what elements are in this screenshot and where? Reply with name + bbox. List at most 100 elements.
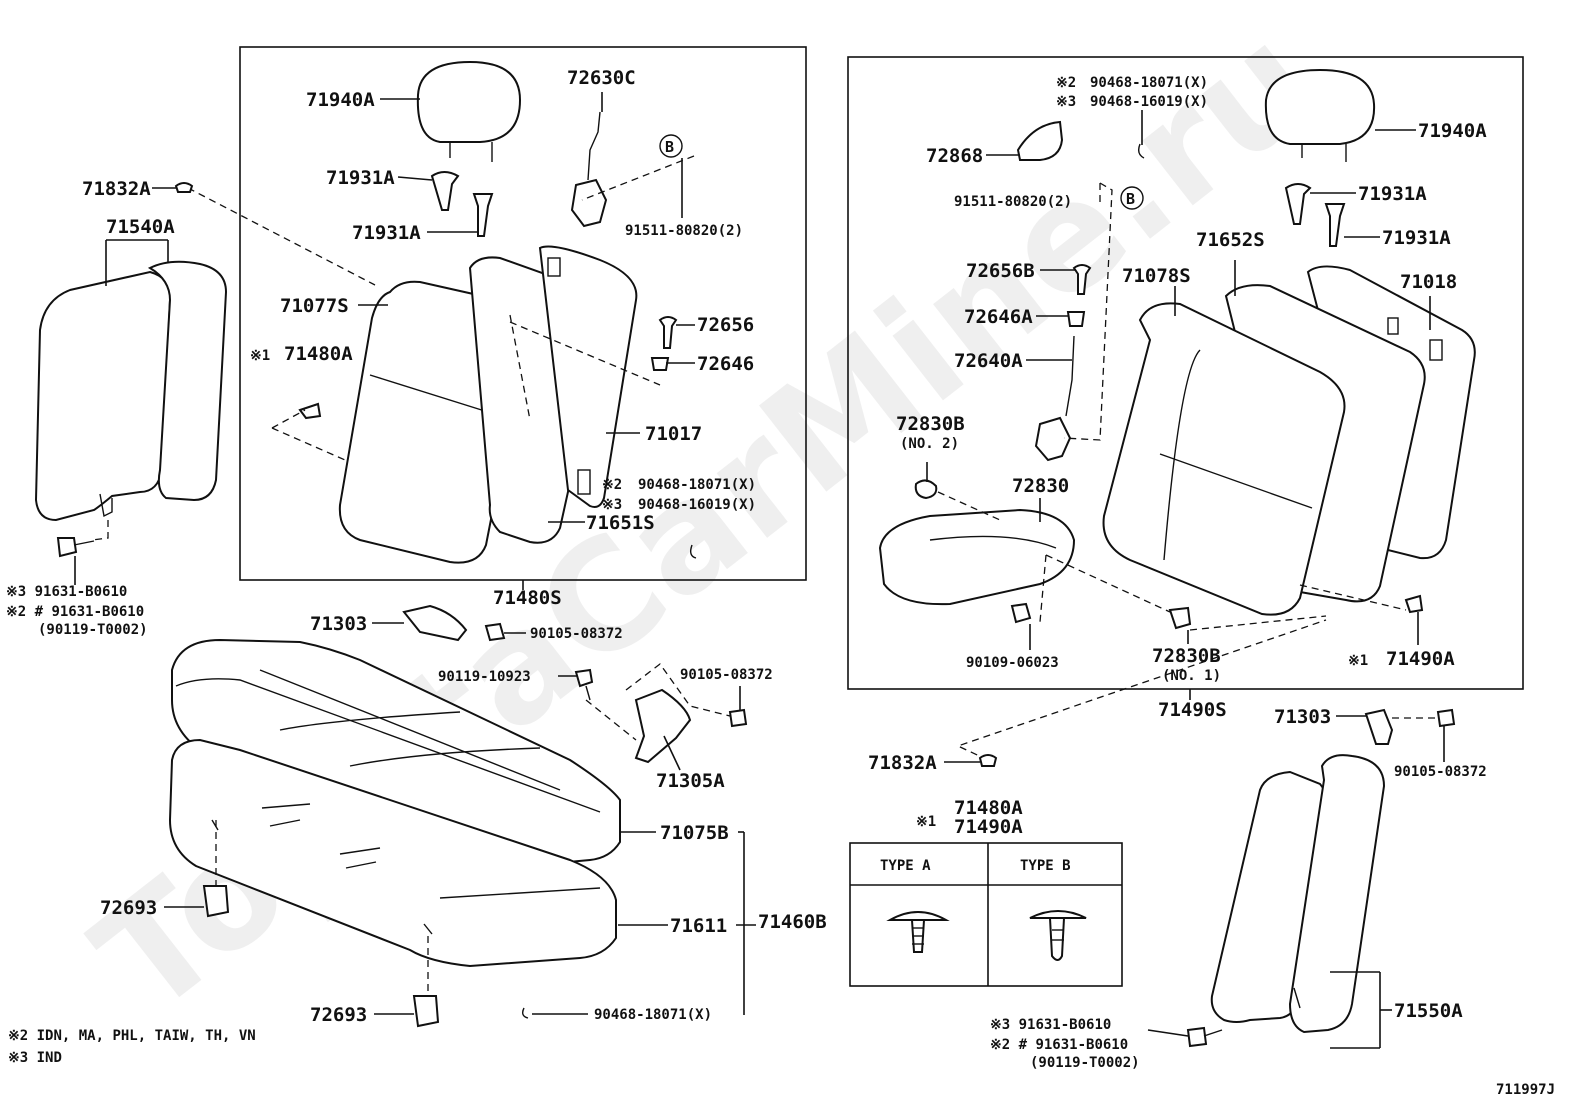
label-71540A: 71540A bbox=[106, 216, 175, 238]
mark1-left: ※1 bbox=[250, 348, 270, 364]
lock-cable-left bbox=[570, 111, 608, 228]
label-91511-right: 91511-80820(2) bbox=[954, 194, 1072, 210]
headrest-left bbox=[416, 60, 522, 162]
label-90105-a: 90105-08372 bbox=[530, 626, 623, 642]
label-71078S: 71078S bbox=[1122, 265, 1191, 287]
clip-type-a-icon bbox=[886, 911, 950, 953]
seat-pad-71611 bbox=[168, 738, 617, 968]
label-72693-1: 72693 bbox=[100, 897, 157, 919]
clip-71480A bbox=[298, 402, 322, 420]
label-72830: 72830 bbox=[1012, 475, 1069, 497]
label-72830B-no1: 72830B bbox=[1152, 645, 1221, 667]
type-table-part2: 71490A bbox=[954, 816, 1023, 838]
label-72830B-no2: 72830B bbox=[896, 413, 965, 435]
bolt-note-1-left: ※3 91631-B0610 bbox=[6, 584, 127, 600]
hook-left bbox=[689, 544, 697, 559]
label-71611: 71611 bbox=[670, 915, 727, 937]
label-72630C: 72630C bbox=[567, 67, 636, 89]
label-71550A: 71550A bbox=[1394, 1000, 1463, 1022]
side-bolster-right bbox=[1210, 754, 1386, 1034]
leaders-right bbox=[926, 110, 1431, 650]
leaders-cushion bbox=[164, 619, 1327, 1015]
bolt-note-2-right: ※2 # 91631-B0610 bbox=[990, 1037, 1128, 1053]
label-90105-right: 90105-08372 bbox=[1394, 764, 1487, 780]
pin-72656B bbox=[1072, 264, 1092, 295]
note-2: ※2 IDN, MA, PHL, TAIW, TH, VN bbox=[8, 1028, 256, 1044]
hook-71303 bbox=[402, 604, 468, 642]
label-71931A-right-2: 71931A bbox=[1382, 227, 1451, 249]
bolt-90119 bbox=[574, 668, 594, 701]
label-72656: 72656 bbox=[697, 314, 754, 336]
seat-cushion-71075B bbox=[171, 638, 621, 872]
svg-text:B: B bbox=[1126, 190, 1135, 208]
label-90468-18071-right: 90468-18071(X) bbox=[1090, 75, 1208, 91]
headrest-support-left bbox=[430, 171, 494, 237]
label-72656B: 72656B bbox=[966, 260, 1035, 282]
bracket-71305A bbox=[634, 688, 692, 764]
label-71832A-left: 71832A bbox=[82, 178, 151, 200]
bracket-72868 bbox=[1016, 120, 1064, 161]
type-b-header: TYPE B bbox=[1020, 858, 1071, 874]
label-71931A-right-1: 71931A bbox=[1358, 183, 1427, 205]
type-table-part1: 71480A bbox=[954, 797, 1023, 819]
label-90119: 90119-10923 bbox=[438, 669, 531, 685]
clip-72693-2 bbox=[412, 995, 440, 1028]
label-91511-left: 91511-80820(2) bbox=[625, 223, 743, 239]
mark1-right: ※1 bbox=[1348, 653, 1368, 669]
label-71018: 71018 bbox=[1400, 271, 1457, 293]
armrest-72830 bbox=[878, 508, 1076, 606]
bolt-90105-b bbox=[728, 708, 748, 728]
mark3-left: ※3 bbox=[602, 497, 622, 513]
label-71305A: 71305A bbox=[656, 770, 725, 792]
label-71460B: 71460B bbox=[758, 911, 827, 933]
label-90468-16019-right: 90468-16019(X) bbox=[1090, 94, 1208, 110]
label-90468-16019-left: 90468-16019(X) bbox=[638, 497, 756, 513]
pin-72646 bbox=[650, 357, 670, 371]
type-table: ※1 71480A 71490A TYPE A TYPE B bbox=[849, 797, 1123, 987]
lock-cable-right bbox=[1034, 335, 1075, 462]
svg-text:B: B bbox=[665, 138, 674, 156]
label-71490A-right: 71490A bbox=[1386, 648, 1455, 670]
label-90468-cushion: 90468-18071(X) bbox=[594, 1007, 712, 1023]
label-71490S: 71490S bbox=[1158, 699, 1227, 721]
label-71940A-left: 71940A bbox=[306, 89, 375, 111]
label-90468-18071-left: 90468-18071(X) bbox=[638, 477, 756, 493]
label-71303-right: 71303 bbox=[1274, 706, 1331, 728]
label-71651S: 71651S bbox=[586, 512, 655, 534]
label-71075B: 71075B bbox=[660, 822, 729, 844]
label-71931A-left-2: 71931A bbox=[352, 222, 421, 244]
label-71480S: 71480S bbox=[493, 587, 562, 609]
label-72693-2: 72693 bbox=[310, 1004, 367, 1026]
clip-72693-1 bbox=[202, 885, 230, 918]
bolt-note-2-left: ※2 # 91631-B0610 bbox=[6, 604, 144, 620]
type-a-header: TYPE A bbox=[880, 858, 931, 874]
leaders-left bbox=[187, 92, 695, 523]
label-71303-left: 71303 bbox=[310, 613, 367, 635]
mark2-right: ※2 bbox=[1056, 75, 1076, 91]
right-group-frame bbox=[847, 56, 1524, 690]
note-3: ※3 IND bbox=[8, 1050, 62, 1066]
label-72640A: 72640A bbox=[954, 350, 1023, 372]
headrest-support-right bbox=[1284, 183, 1346, 247]
pin-72646A bbox=[1066, 311, 1086, 327]
stopper-no1 bbox=[1168, 606, 1192, 630]
seatback-right bbox=[1102, 265, 1476, 616]
bolt-90105-a bbox=[484, 622, 506, 642]
stopper-no2 bbox=[914, 479, 938, 500]
label-90109-06023: 90109-06023 bbox=[966, 655, 1059, 671]
label-71832A-right: 71832A bbox=[868, 752, 937, 774]
headrest-right bbox=[1264, 68, 1376, 162]
label-72646: 72646 bbox=[697, 353, 754, 375]
label-72646A: 72646A bbox=[964, 306, 1033, 328]
clip-71490A bbox=[1404, 594, 1424, 614]
bolt-right bbox=[1186, 1026, 1223, 1048]
bolt-90109 bbox=[1010, 602, 1032, 624]
hook-right bbox=[1137, 143, 1145, 159]
clip-type-b-icon bbox=[1029, 910, 1087, 961]
bolt-note-3-right: (90119-T0002) bbox=[1030, 1055, 1140, 1071]
label-no2: (NO. 2) bbox=[900, 436, 959, 452]
bolt-left bbox=[56, 537, 95, 558]
label-71077S: 71077S bbox=[280, 295, 349, 317]
label-71652S: 71652S bbox=[1196, 229, 1265, 251]
